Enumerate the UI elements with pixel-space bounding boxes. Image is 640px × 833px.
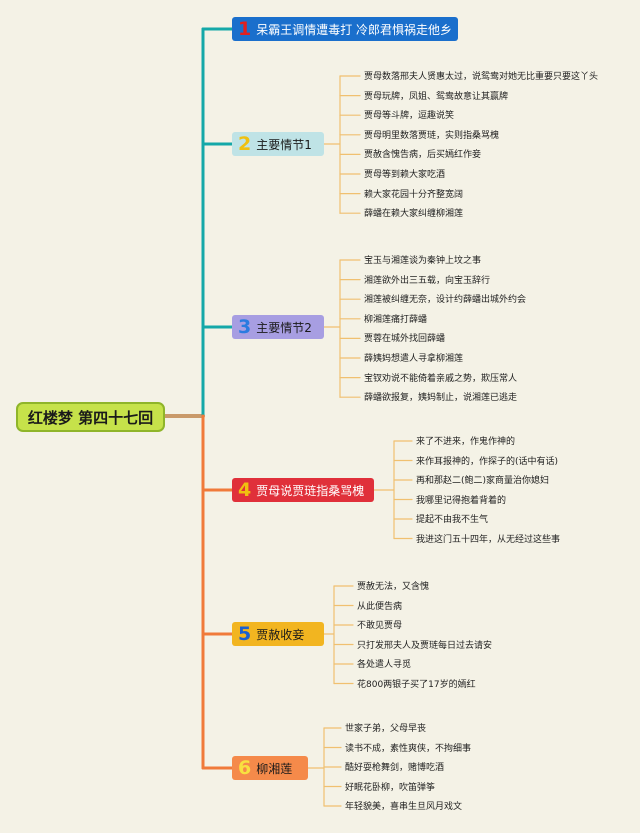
leaf-item[interactable]: 薛姨妈想遣人寻拿柳湘莲 <box>364 354 464 364</box>
branch-node-3[interactable]: 3 主要情节2 <box>232 315 324 339</box>
leaf-item[interactable]: 酷好耍枪舞剑，赌博吃酒 <box>345 763 445 773</box>
leaf-item[interactable]: 我进这门五十四年，从无经过这些事 <box>416 534 561 545</box>
branch-node-1[interactable]: 1 呆霸王调情遭毒打 冷郎君惧祸走他乡 <box>232 17 458 41</box>
branch-number: 5 <box>238 622 252 645</box>
leaf-item[interactable]: 不敢见贾母 <box>357 621 403 631</box>
branch-label: 贾赦收妾 <box>256 627 305 642</box>
leaf-item[interactable]: 贾母等斗牌，逗趣说笑 <box>364 111 455 122</box>
leaf-item[interactable]: 贾蓉在城外找回薛蟠 <box>364 334 446 345</box>
leaf-item[interactable]: 薛蟠在赖大家纠缠柳湘莲 <box>364 209 464 220</box>
branch-number: 1 <box>238 17 252 40</box>
leaf-item[interactable]: 贾母数落邢夫人贤惠太过，说鸳鸯对她无比重要只要这丫头 <box>364 72 599 82</box>
leaf-item[interactable]: 从此便告病 <box>357 601 403 612</box>
leaf-item[interactable]: 贾赦含愧告病，后买嫣红作妾 <box>364 150 482 161</box>
leaf-item[interactable]: 赖大家花园十分齐整宽阔 <box>364 189 464 200</box>
leaf-item[interactable]: 世家子弟，父母早丧 <box>345 724 427 734</box>
leaf-item[interactable]: 来作耳报神的，作探子的(话中有话) <box>416 456 559 467</box>
root-node[interactable]: 红楼梦 第四十七回 <box>16 402 165 432</box>
branch-label: 主要情节2 <box>256 320 312 335</box>
leaf-item[interactable]: 湘莲欲外出三五载，向宝玉辞行 <box>364 275 491 286</box>
leaf-item[interactable]: 贾赦无法，又含愧 <box>357 582 430 592</box>
branch-node-2[interactable]: 2 主要情节1 <box>232 132 324 156</box>
branch-number: 6 <box>238 756 252 779</box>
leaf-item[interactable]: 提起不由我不生气 <box>416 515 489 525</box>
branch-label: 柳湘莲 <box>256 761 293 776</box>
leaf-item[interactable]: 宝钗劝说不能倚着亲戚之势，欺压常人 <box>364 373 518 384</box>
leaf-item[interactable]: 只打发邢夫人及贾琏每日过去请安 <box>357 640 493 651</box>
leaf-item[interactable]: 再和那赵二(鲍二)家商量治你媳妇 <box>416 476 550 486</box>
branch-number: 3 <box>238 315 252 338</box>
leaf-item[interactable]: 花800两银子买了17岁的嫣红 <box>357 679 476 690</box>
leaf-item[interactable]: 年轻貌美，喜串生旦风月戏文 <box>345 802 463 812</box>
leaf-item[interactable]: 柳湘莲痛打薛蟠 <box>364 314 428 325</box>
branch-number: 2 <box>238 132 252 155</box>
leaf-item[interactable]: 贾母等到赖大家吃酒 <box>364 170 446 180</box>
leaf-item[interactable]: 湘莲被纠缠无奈，设计约薛蟠出城外约会 <box>364 295 527 306</box>
leaf-item[interactable]: 好眠花卧柳，吹笛弹筝 <box>345 782 436 793</box>
branch-label: 贾母说贾琏指桑骂槐 <box>256 483 365 498</box>
leaf-item[interactable]: 我哪里记得抱着背着的 <box>416 495 507 506</box>
root-label: 红楼梦 第四十七回 <box>27 408 154 427</box>
branch-node-5[interactable]: 5 贾赦收妾 <box>232 622 324 646</box>
branch-label: 主要情节1 <box>256 137 312 152</box>
leaf-item[interactable]: 宝玉与湘莲谈为秦钟上坟之事 <box>364 256 482 266</box>
branch-node-4[interactable]: 4 贾母说贾琏指桑骂槐 <box>232 478 374 502</box>
branch-label: 呆霸王调情遭毒打 冷郎君惧祸走他乡 <box>256 22 453 37</box>
leaf-item[interactable]: 读书不成，素性爽侠，不拘细事 <box>345 743 472 754</box>
leaf-item[interactable]: 贾母玩牌，凤姐、鸳鸯故意让其赢牌 <box>364 91 509 102</box>
leaf-item[interactable]: 各处遣人寻觅 <box>357 660 412 670</box>
leaf-item[interactable]: 贾母明里数落贾琏，实则指桑骂槐 <box>364 130 500 141</box>
leaf-item[interactable]: 薛蟠欲报复，姨妈制止，说湘莲已逃走 <box>364 393 518 404</box>
leaf-item[interactable]: 来了不进来，作鬼作神的 <box>416 437 516 447</box>
branch-number: 4 <box>238 478 252 501</box>
branch-node-6[interactable]: 6 柳湘莲 <box>232 756 308 780</box>
